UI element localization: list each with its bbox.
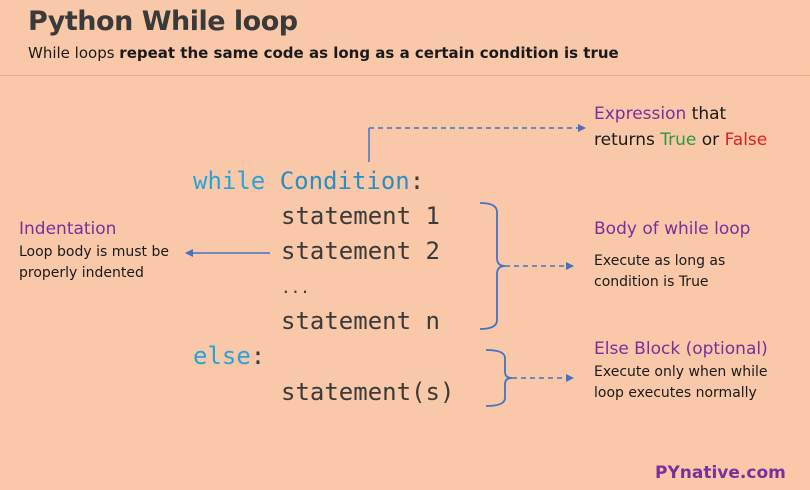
indentation-head: Indentation [19, 219, 117, 239]
page-subtitle: While loops repeat the same code as long… [28, 44, 619, 62]
expression-that: that [686, 104, 727, 124]
subtitle-prefix: While loops [28, 44, 120, 62]
page-title: Python While loop [28, 6, 298, 37]
indentation-body: Loop body is must be properly indented [19, 242, 169, 284]
indentation-line1: Loop body is must be [19, 244, 169, 260]
body-head: Body of while loop [594, 219, 751, 239]
body-line2: condition is True [594, 274, 709, 290]
body-desc: Execute as long as condition is True [594, 251, 725, 293]
indentation-line2: properly indented [19, 265, 144, 281]
else-keyword: else [193, 342, 251, 370]
else-desc: Execute only when while loop executes nor… [594, 362, 767, 404]
while-colon: : [409, 167, 425, 195]
expression-head: Expression [594, 104, 687, 124]
expression-false: False [724, 130, 768, 150]
subtitle-bold: repeat the same code as long as a certai… [119, 44, 619, 62]
condition-text: Condition [279, 167, 410, 195]
code-while-line: while Condition: [193, 167, 424, 195]
body-line1: Execute as long as [594, 253, 726, 269]
else-brace [485, 349, 513, 407]
else-head: Else Block (optional) [594, 339, 768, 359]
else-line2: loop executes normally [594, 385, 757, 401]
code-statement-n: statement n [281, 307, 440, 335]
brand-logo-text: PYnative.com [655, 463, 786, 483]
code-statement-s: statement(s) [281, 378, 455, 406]
code-statement-2: statement 2 [281, 237, 440, 265]
else-colon: : [250, 342, 266, 370]
expression-annotation-line2: returns True or False [594, 130, 767, 150]
body-brace [479, 202, 506, 330]
expression-annotation-line1: Expression that [594, 104, 726, 124]
expression-true: True [660, 130, 697, 150]
expression-returns: returns [594, 130, 661, 150]
while-keyword: while [193, 167, 266, 195]
else-line1: Execute only when while [594, 364, 768, 380]
code-else-line: else: [193, 342, 265, 370]
code-ellipsis: ... [281, 278, 310, 297]
expression-or: or [696, 130, 725, 150]
header: Python While loop While loops repeat the… [0, 0, 810, 76]
code-statement-1: statement 1 [281, 202, 440, 230]
